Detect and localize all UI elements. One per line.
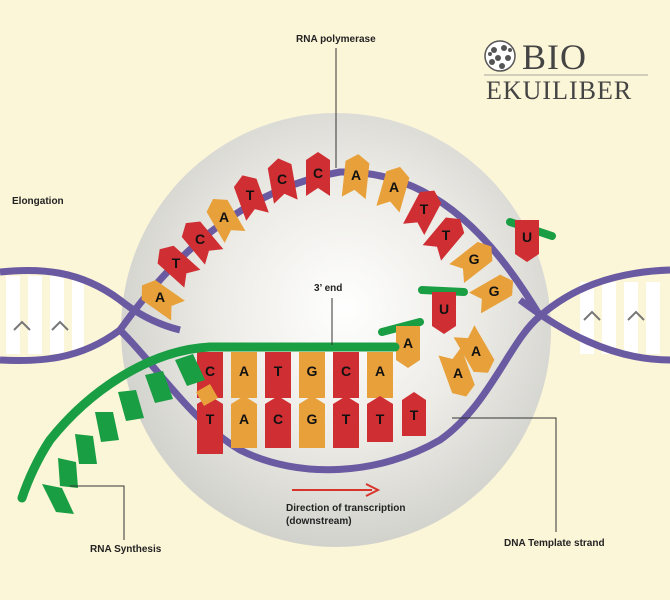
loose-base-0-letter: A bbox=[471, 343, 481, 359]
free-nucleotide-0-letter: U bbox=[522, 229, 532, 245]
rna-base-0-letter: C bbox=[205, 363, 215, 379]
upper-base-10-letter: T bbox=[442, 227, 451, 243]
template-base-1-letter: A bbox=[239, 411, 249, 427]
rna-synthesis-label: RNA Synthesis bbox=[90, 544, 162, 555]
upper-base-7: A bbox=[341, 154, 370, 200]
template-base-0-letter: T bbox=[206, 411, 215, 427]
loose-base-1-letter: A bbox=[453, 365, 463, 381]
upper-base-4: T bbox=[233, 175, 269, 221]
template-base-extra: T bbox=[402, 392, 426, 436]
rna-base-1: A bbox=[231, 352, 257, 398]
loose-base-1: A bbox=[438, 347, 475, 397]
upper-base-9: T bbox=[403, 190, 442, 236]
upper-base-4-letter: T bbox=[246, 187, 255, 203]
free-nucleotide-2-letter: A bbox=[403, 335, 413, 351]
free-nucleotide-1: U bbox=[418, 286, 468, 334]
upper-base-6: C bbox=[306, 152, 330, 196]
template-base-extra-letter: T bbox=[410, 407, 419, 423]
right-dna-ladder bbox=[517, 266, 670, 364]
rna-polymerase-label: RNA polymerase bbox=[296, 34, 376, 45]
rna-base-3-letter: G bbox=[307, 363, 318, 379]
lower-base-pairs: C T A A T C G G C T A T T bbox=[196, 352, 426, 454]
upper-base-11-letter: G bbox=[469, 251, 480, 267]
upper-base-3: A bbox=[206, 198, 246, 244]
rna-base-5-letter: A bbox=[375, 363, 385, 379]
dna-template-label: DNA Template strand bbox=[504, 538, 605, 549]
upper-base-7-letter: A bbox=[351, 167, 361, 183]
upper-base-2: C bbox=[181, 221, 224, 265]
upper-base-3-letter: A bbox=[219, 209, 229, 225]
free-nucleotide-1-letter: U bbox=[439, 301, 449, 317]
rna-base-2-letter: T bbox=[274, 363, 283, 379]
upper-base-11: G bbox=[449, 241, 493, 284]
rna-polymerase-body bbox=[121, 113, 551, 547]
template-base-4-letter: T bbox=[342, 411, 351, 427]
logo-text-ekuiliber: EKUILIBER bbox=[486, 76, 633, 105]
upper-base-8: A bbox=[376, 166, 410, 213]
upper-base-12: G bbox=[468, 274, 514, 314]
template-base-0: T bbox=[197, 396, 223, 454]
free-nucleotide-2: A bbox=[378, 318, 424, 368]
upper-base-6-letter: C bbox=[313, 165, 323, 181]
upper-base-10: T bbox=[422, 217, 465, 261]
elongation-label: Elongation bbox=[12, 196, 64, 207]
rna-base-5: A bbox=[367, 352, 393, 398]
direction-arrow bbox=[292, 483, 381, 497]
rna-strand bbox=[17, 342, 400, 514]
free-nucleotides: U U A bbox=[378, 218, 556, 368]
three-prime-end-label: 3’ end bbox=[314, 283, 343, 294]
direction-label-line2: (downstream) bbox=[286, 516, 352, 527]
template-base-stub bbox=[196, 384, 218, 406]
template-base-2: C bbox=[265, 396, 291, 448]
upper-base-2-letter: C bbox=[195, 231, 205, 247]
upper-base-12-letter: G bbox=[489, 283, 500, 299]
upper-base-0-letter: A bbox=[155, 289, 165, 305]
upper-base-1-letter: T bbox=[172, 255, 181, 271]
upper-base-5: C bbox=[267, 158, 298, 204]
upper-base-5-letter: C bbox=[277, 171, 287, 187]
template-base-4: T bbox=[333, 396, 359, 448]
rna-synthesis-leader bbox=[70, 485, 125, 540]
loose-bases: AA bbox=[438, 325, 495, 397]
template-base-3-letter: G bbox=[307, 411, 318, 427]
template-base-5: T bbox=[367, 396, 393, 442]
direction-label-line1: Direction of transcription bbox=[286, 503, 406, 514]
template-base-5-letter: T bbox=[376, 411, 385, 427]
template-base-1: A bbox=[231, 396, 257, 448]
left-dna-ladder bbox=[0, 266, 181, 365]
loose-base-0: A bbox=[453, 325, 495, 373]
upper-base-1: T bbox=[157, 245, 201, 288]
dna-template-strand-backbone bbox=[117, 313, 543, 474]
rna-base-4: C bbox=[333, 352, 359, 398]
free-nucleotide-0: U bbox=[506, 218, 556, 262]
rna-base-4-letter: C bbox=[341, 363, 351, 379]
template-base-2-letter: C bbox=[273, 411, 283, 427]
leader-lines bbox=[70, 48, 557, 540]
rna-base-1-letter: A bbox=[239, 363, 249, 379]
template-base-3: G bbox=[299, 396, 325, 448]
rna-base-3: G bbox=[299, 352, 325, 398]
dna-template-leader bbox=[452, 417, 557, 532]
logo-text-bio: BIO bbox=[522, 37, 587, 77]
rna-base-2: T bbox=[265, 352, 291, 398]
upper-base-8-letter: A bbox=[389, 179, 399, 195]
upper-base-0: A bbox=[141, 280, 185, 321]
logo-emblem bbox=[484, 40, 516, 72]
upper-base-9-letter: T bbox=[420, 201, 429, 217]
